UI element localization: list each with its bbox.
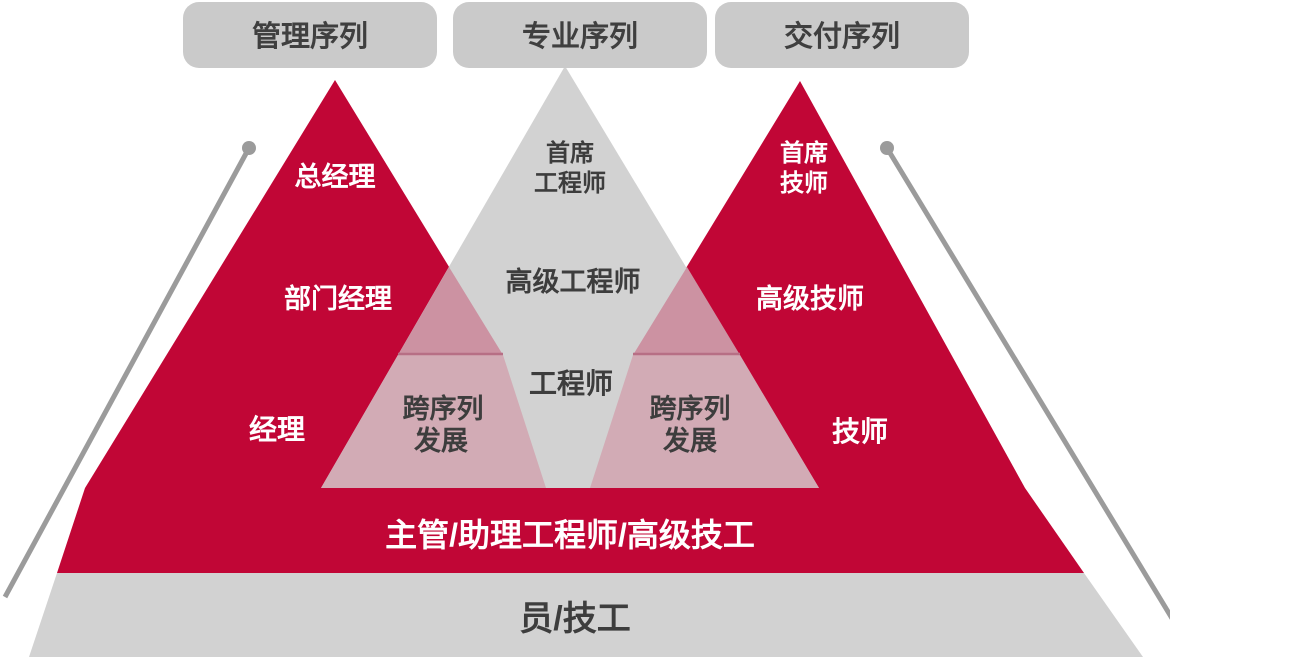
- chief-engineer-label-line2: 工程师: [534, 170, 606, 197]
- left-cross-sequence-label-line1: 跨序列: [403, 393, 484, 424]
- pill-management: [183, 2, 437, 68]
- left-overlap-upper: [398, 267, 503, 355]
- right-overlap-upper: [633, 267, 740, 355]
- pill-professional-label: 专业序列: [522, 19, 638, 53]
- right-overlap-lower: [590, 355, 819, 488]
- manager-label: 经理: [249, 413, 305, 445]
- right-cross-sequence-label-line1: 跨序列: [650, 393, 731, 424]
- department-manager-label: 部门经理: [284, 283, 392, 314]
- chief-engineer-label-line1: 首席: [546, 139, 594, 167]
- right-cross-sequence-label-line2: 发展: [662, 425, 717, 456]
- pill-delivery: [715, 2, 969, 68]
- left-cross-sequence-label-line2: 发展: [413, 425, 468, 456]
- worker-band: [29, 573, 1143, 657]
- pill-delivery-label: 交付序列: [784, 19, 900, 53]
- senior-technician-label: 高级技师: [756, 283, 864, 314]
- engineer-label: 工程师: [529, 368, 613, 399]
- chief-technician-label-line2: 技师: [780, 170, 828, 197]
- senior-engineer-label: 高级工程师: [506, 266, 641, 297]
- supervisor-band: [57, 488, 1084, 573]
- right-callout-line: [884, 146, 1193, 650]
- left-callout-dot: [242, 141, 256, 155]
- pill-professional: [453, 2, 707, 68]
- left-callout-line: [2, 146, 252, 599]
- technician-label: 技师: [832, 416, 888, 447]
- supervisor-band-label: 主管/助理工程师/高级技工: [385, 517, 755, 553]
- white-panel-decoration: [1170, 0, 1308, 657]
- worker-band-label: 员/技工: [519, 600, 630, 638]
- general-manager-label: 总经理: [295, 161, 376, 192]
- chief-technician-label-line1: 首席: [780, 139, 828, 167]
- left-overlap-lower: [321, 355, 546, 488]
- right-callout-dot: [880, 141, 894, 155]
- pill-management-label: 管理序列: [252, 19, 368, 53]
